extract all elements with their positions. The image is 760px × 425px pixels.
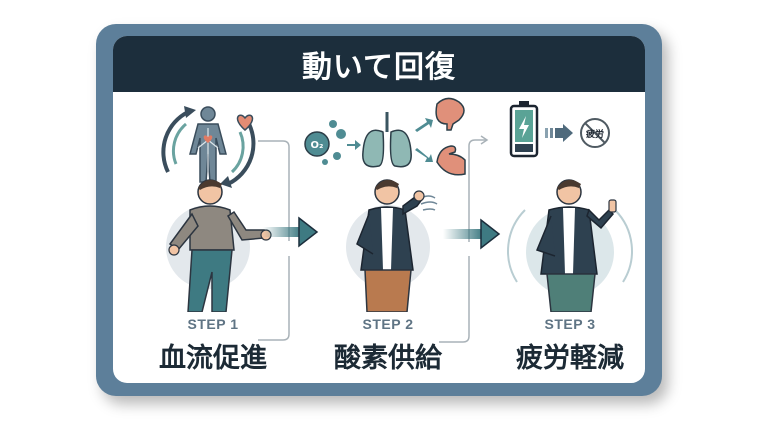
- right-arrow-icon: [263, 216, 319, 248]
- step-title: 血流促進: [159, 343, 267, 374]
- step-label: STEP 3: [544, 316, 596, 332]
- arrow-icon: [415, 148, 433, 162]
- battery-charged-icon: [509, 101, 539, 158]
- header-band: 動いて回復: [113, 36, 645, 92]
- step-label: STEP 1: [187, 316, 239, 332]
- connector-line: [258, 140, 290, 341]
- arrow-icon: [347, 140, 361, 150]
- step-title: 酸素供給: [334, 343, 442, 374]
- infographic-card: 動いて回復: [113, 36, 645, 383]
- arrow-icon: [545, 124, 573, 142]
- page-title: 動いて回復: [301, 50, 457, 85]
- no-fatigue-icon: 疲労: [580, 118, 610, 148]
- step-1: STEP 1 血流促進: [128, 92, 298, 383]
- oxygen-icon: O₂: [304, 120, 346, 165]
- svg-text:O₂: O₂: [311, 140, 324, 151]
- circulation-icon: [161, 106, 256, 188]
- lungs-icon: [362, 112, 412, 168]
- step-3: 疲労 STEP 3 疲労軽減: [485, 92, 645, 383]
- connector-line: [439, 135, 489, 343]
- muscle-arm-icon: [436, 145, 466, 176]
- step-label: STEP 2: [362, 316, 414, 332]
- svg-text:疲労: 疲労: [586, 128, 604, 140]
- walking-man-illustration: [161, 106, 272, 312]
- step-2: O₂ STEP 2: [303, 92, 473, 383]
- arrow-icon: [415, 118, 433, 132]
- right-arrow-icon: [443, 218, 501, 250]
- brain-icon: [435, 97, 465, 131]
- breathing-man-illustration: O₂: [304, 97, 466, 312]
- thumbs-up-man-illustration: 疲労: [507, 101, 633, 312]
- step-title: 疲労軽減: [516, 343, 624, 374]
